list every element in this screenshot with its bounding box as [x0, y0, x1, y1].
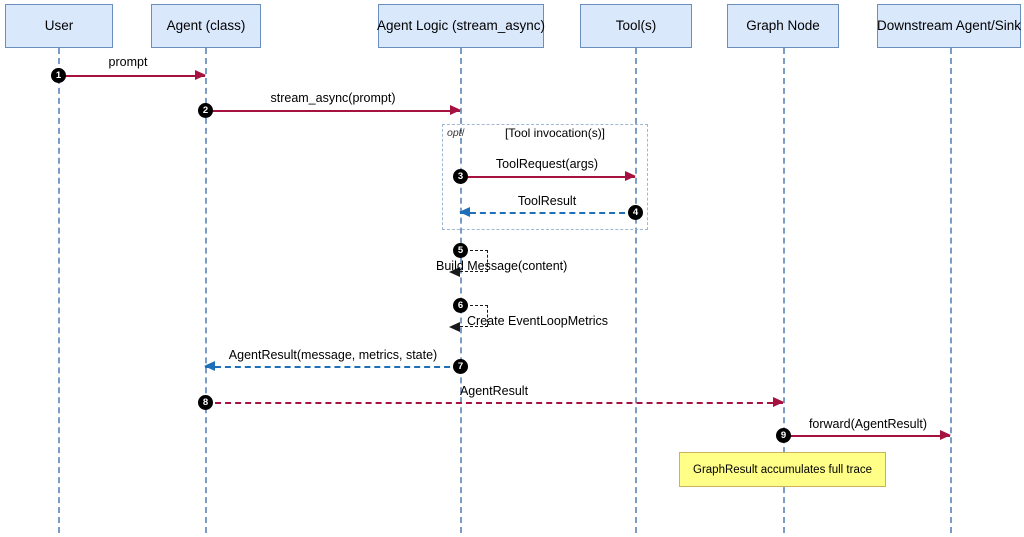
participant-graph-node[interactable]: Graph Node	[727, 4, 839, 48]
message-5-label: Build Message(content)	[436, 259, 568, 273]
message-9-label: forward(AgentResult)	[808, 417, 928, 431]
message-line	[783, 435, 950, 437]
message-2-seq-badge: 2	[198, 103, 213, 118]
lifeline-downstream	[950, 48, 952, 533]
arrowhead-left-icon	[204, 361, 215, 371]
participant-label: Graph Node	[746, 17, 820, 33]
participant-label: Tool(s)	[615, 17, 657, 33]
message-4-label: ToolResult	[517, 194, 577, 208]
message-6-self-loop[interactable]	[449, 305, 488, 332]
lifeline-tools	[635, 48, 637, 533]
lifeline-agent	[205, 48, 207, 533]
participant-agent-logic[interactable]: Agent Logic (stream_async)	[376, 4, 546, 48]
arrowhead-right-icon	[773, 397, 784, 407]
message-8-label: AgentResult	[459, 384, 529, 398]
arrowhead-left-icon	[449, 322, 460, 332]
participant-label: Agent Logic (stream_async)	[376, 17, 546, 33]
message-1-seq-badge: 1	[51, 68, 66, 83]
lifeline-user	[58, 48, 60, 533]
participant-user[interactable]: User	[5, 4, 113, 48]
participant-label: Agent (class)	[166, 17, 246, 33]
message-line	[58, 75, 205, 77]
note-graphresult: GraphResult accumulates full trace	[679, 452, 886, 487]
arrowhead-right-icon	[195, 70, 206, 80]
note-text: GraphResult accumulates full trace	[693, 463, 872, 476]
fragment-opt: opt/	[442, 124, 648, 230]
message-3-seq-badge: 3	[453, 169, 468, 184]
message-line	[205, 366, 460, 368]
message-7-label: AgentResult(message, metrics, state)	[228, 348, 438, 362]
message-2-label: stream_async(prompt)	[270, 91, 396, 105]
fragment-kind-label: opt/	[447, 127, 465, 139]
message-8-seq-badge: 8	[198, 395, 213, 410]
message-9-seq-badge: 9	[776, 428, 791, 443]
participant-label: User	[44, 17, 74, 33]
message-5-seq-badge: 5	[453, 243, 468, 258]
message-7-seq-badge: 7	[453, 359, 468, 374]
participant-label: Downstream Agent/Sink	[876, 17, 1022, 33]
participant-agent[interactable]: Agent (class)	[151, 4, 261, 48]
message-line	[460, 212, 635, 214]
participant-downstream-agent-sink[interactable]: Downstream Agent/Sink	[877, 4, 1021, 48]
arrowhead-right-icon	[450, 105, 461, 115]
lifeline-agent-logic	[460, 48, 462, 533]
arrowhead-right-icon	[625, 171, 636, 181]
message-line	[460, 176, 635, 178]
arrowhead-left-icon	[449, 267, 460, 277]
message-3-label: ToolRequest(args)	[495, 157, 599, 171]
message-5-self-loop[interactable]	[449, 250, 488, 277]
message-6-label: Create EventLoopMetrics	[467, 314, 609, 328]
message-line	[205, 402, 783, 404]
message-1-label: prompt	[108, 55, 148, 69]
participant-tools[interactable]: Tool(s)	[580, 4, 692, 48]
arrowhead-left-icon	[459, 207, 470, 217]
fragment-condition-label: [Tool invocation(s)]	[504, 126, 606, 140]
message-line	[205, 110, 460, 112]
lifeline-graph-node	[783, 48, 785, 533]
message-6-seq-badge: 6	[453, 298, 468, 313]
arrowhead-right-icon	[940, 430, 951, 440]
message-4-seq-badge: 4	[628, 205, 643, 220]
